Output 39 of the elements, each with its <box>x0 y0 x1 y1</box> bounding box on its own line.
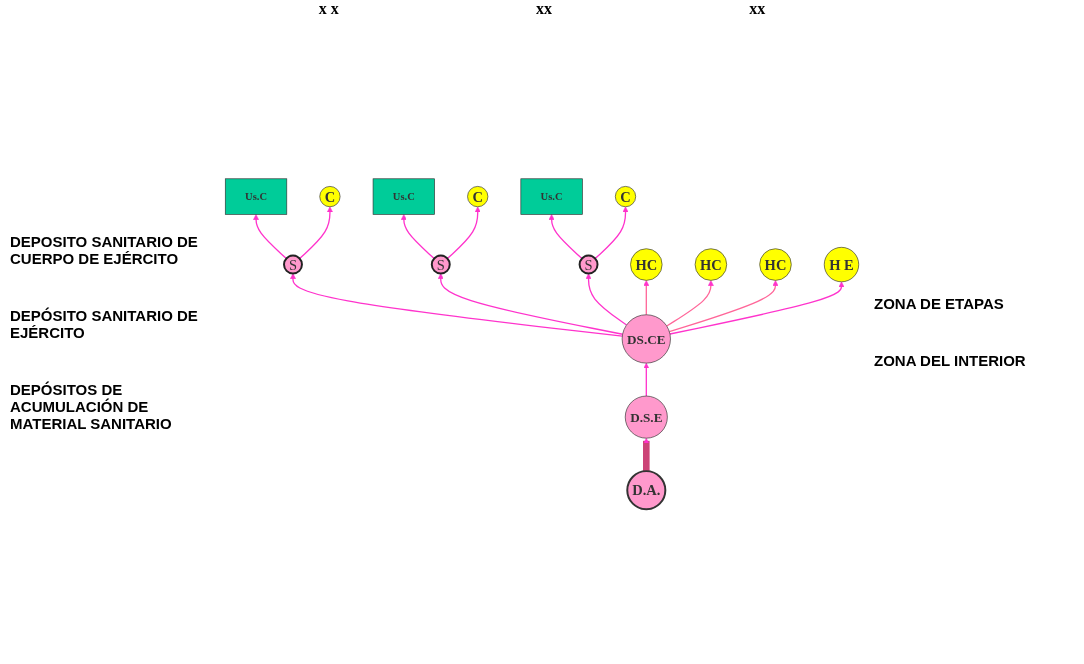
arrow <box>643 362 650 397</box>
depot-label: DEPÓSITO SANITARIO DE EJÉRCITO <box>10 306 199 341</box>
arrow <box>298 206 333 260</box>
node-circle: C <box>615 186 636 208</box>
depot-label: DEPOSITO SANITARIO DE CUERPO DE EJÉRCITO <box>10 232 199 267</box>
node-circle: C <box>467 186 489 208</box>
arrow <box>668 280 779 333</box>
node-circle: D.A. <box>626 470 667 511</box>
node-box: Us.C <box>520 178 583 215</box>
node-circle: S <box>578 254 599 275</box>
arrow <box>437 273 624 335</box>
arrow <box>594 206 629 260</box>
unit-label: xx <box>749 0 766 19</box>
node-box: Us.C <box>224 178 288 215</box>
node-circle: HC <box>759 248 792 281</box>
node-circle: HC <box>630 248 663 281</box>
arrow <box>666 280 714 327</box>
arrow <box>643 437 650 472</box>
node-circle: DS.CE <box>621 314 671 364</box>
arrow <box>400 214 435 260</box>
node-box: Us.C <box>372 178 435 215</box>
node-circle: HC <box>694 248 728 281</box>
arrow <box>669 281 845 335</box>
node-circle: S <box>283 254 303 275</box>
arrow <box>548 214 583 260</box>
node-circle: C <box>319 186 341 208</box>
depot-label: DEPÓSITOS DE ACUMULACIÓN DE MATERIAL SANITARIO <box>10 380 173 432</box>
arrow <box>253 214 287 260</box>
node-circle: H E <box>823 247 860 283</box>
node-circle: D.S.E <box>624 395 668 439</box>
zone-label: ZONA DEL INTERIOR <box>874 352 1027 369</box>
arrow <box>643 280 650 316</box>
arrow <box>585 273 628 326</box>
arrow <box>446 206 481 260</box>
arrow <box>290 273 623 337</box>
unit-label: x x <box>318 0 339 19</box>
zone-label: ZONA DE ETAPAS <box>874 295 1005 312</box>
node-circle: S <box>430 254 451 275</box>
unit-label: xx <box>536 0 552 19</box>
